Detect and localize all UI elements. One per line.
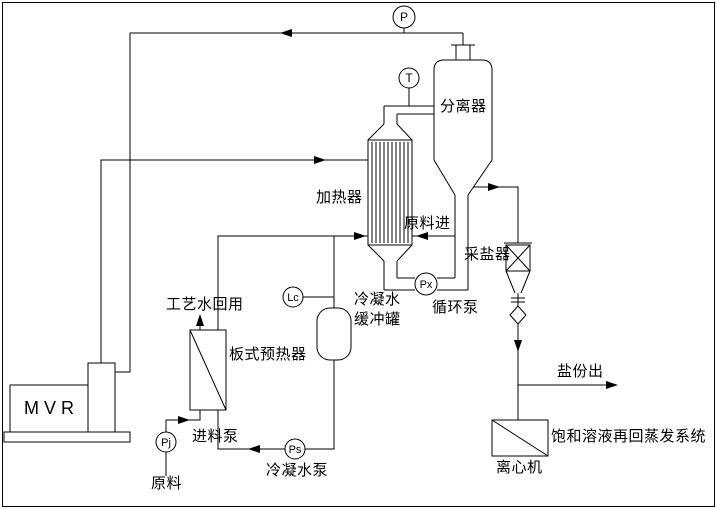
circulation-pump-tag: Px	[419, 279, 433, 291]
heater-bottom-cone	[396, 244, 413, 262]
circulation-pump-label: 循环泵	[432, 299, 479, 316]
arrow-condensate-to-preheater	[248, 445, 260, 453]
preheater-diagonal	[189, 329, 227, 411]
buffer-tank-label-line2: 缓冲罐	[354, 311, 401, 328]
heater-tube-hatch	[371, 142, 409, 243]
heater-bottom-cone	[367, 244, 385, 262]
mvr-label: MVR	[24, 398, 79, 418]
arrow-to-mvr	[280, 29, 292, 37]
arrow-feed-to-preheater	[178, 416, 190, 424]
collector-body	[505, 244, 531, 272]
mvr-body	[9, 384, 89, 433]
separator-label: 分离器	[440, 98, 487, 115]
feed-pump-tag: Pj	[161, 437, 171, 449]
arrow-to-heater	[314, 156, 326, 164]
preheater-body	[189, 329, 227, 411]
buffer-tank-body	[316, 307, 352, 361]
heater-label: 加热器	[316, 189, 363, 206]
centrifuge-body	[491, 419, 549, 457]
pipework	[100, 28, 616, 476]
arrow-salt-down	[514, 340, 522, 352]
collector-cone	[505, 270, 516, 294]
temperature-gauge-circle	[398, 67, 420, 89]
buffer-tank-label-line1: 冷凝水	[354, 291, 401, 308]
heater-top-cone	[367, 123, 385, 141]
salt-out-label: 盐份出	[557, 363, 604, 380]
pressure-gauge-circle	[392, 5, 416, 29]
raw-material-label: 原料	[151, 475, 183, 492]
level-controller-circle	[282, 286, 304, 308]
heater-top-cone	[396, 123, 413, 141]
collector-valve-diamond	[509, 305, 527, 325]
flow-arrows	[178, 29, 618, 453]
arrow-salt-out	[606, 381, 618, 389]
collector-cone	[520, 270, 531, 294]
salt-collector	[504, 242, 532, 325]
centrifuge-label: 离心机	[496, 459, 543, 476]
feed-pump-label: 进料泵	[192, 428, 239, 445]
feed-in-label: 原料进	[404, 215, 451, 232]
collector-internal	[505, 244, 531, 272]
centrifuge	[491, 419, 549, 457]
level-controller-tag: Lc	[287, 292, 299, 304]
centrifuge-diagonal	[491, 419, 549, 457]
circulation-pump-circle	[414, 272, 438, 296]
plate-preheater-label: 板式预热器	[229, 346, 307, 363]
separator-vessel	[433, 44, 493, 196]
saturated-solution-return-label: 饱和溶液再回蒸发系统	[551, 428, 707, 445]
process-water-reuse-label: 工艺水回用	[166, 296, 244, 313]
arrow-to-salt-collector	[488, 183, 500, 191]
heater-exchanger	[367, 123, 413, 262]
feed-pump-circle	[155, 431, 177, 453]
condensate-return-line	[217, 410, 285, 450]
mvr-unit	[3, 362, 131, 443]
salt-collector-label: 采盐器	[464, 246, 511, 263]
compressed-vapor-line	[100, 159, 368, 363]
separator-shell	[433, 59, 493, 160]
condensate-pump-circle	[284, 438, 306, 460]
separator-cone	[433, 159, 456, 196]
salt-collector-feed-line	[473, 186, 519, 243]
buffer-tank	[316, 307, 352, 361]
mvr-base	[3, 431, 131, 443]
separator-cone	[467, 159, 493, 196]
pressure-gauge-tag: P	[399, 10, 408, 24]
condensate-pump-tag: Ps	[288, 444, 302, 456]
mvr-compressor-box	[87, 362, 116, 433]
instrument-circles	[155, 5, 438, 460]
arrow-feed-to-heater	[354, 232, 366, 240]
vapor-suction-line	[115, 32, 463, 373]
preheated-feed-line	[217, 235, 368, 330]
temperature-gauge-tag: T	[405, 71, 413, 85]
plate-preheater	[189, 329, 227, 411]
tank-outlet-line	[305, 360, 335, 450]
condensate-pump-label: 冷凝水泵	[266, 462, 329, 479]
heater-shell	[367, 139, 413, 246]
arrow-feed-inlet	[416, 232, 428, 240]
arrow-process-water-out	[196, 314, 204, 326]
